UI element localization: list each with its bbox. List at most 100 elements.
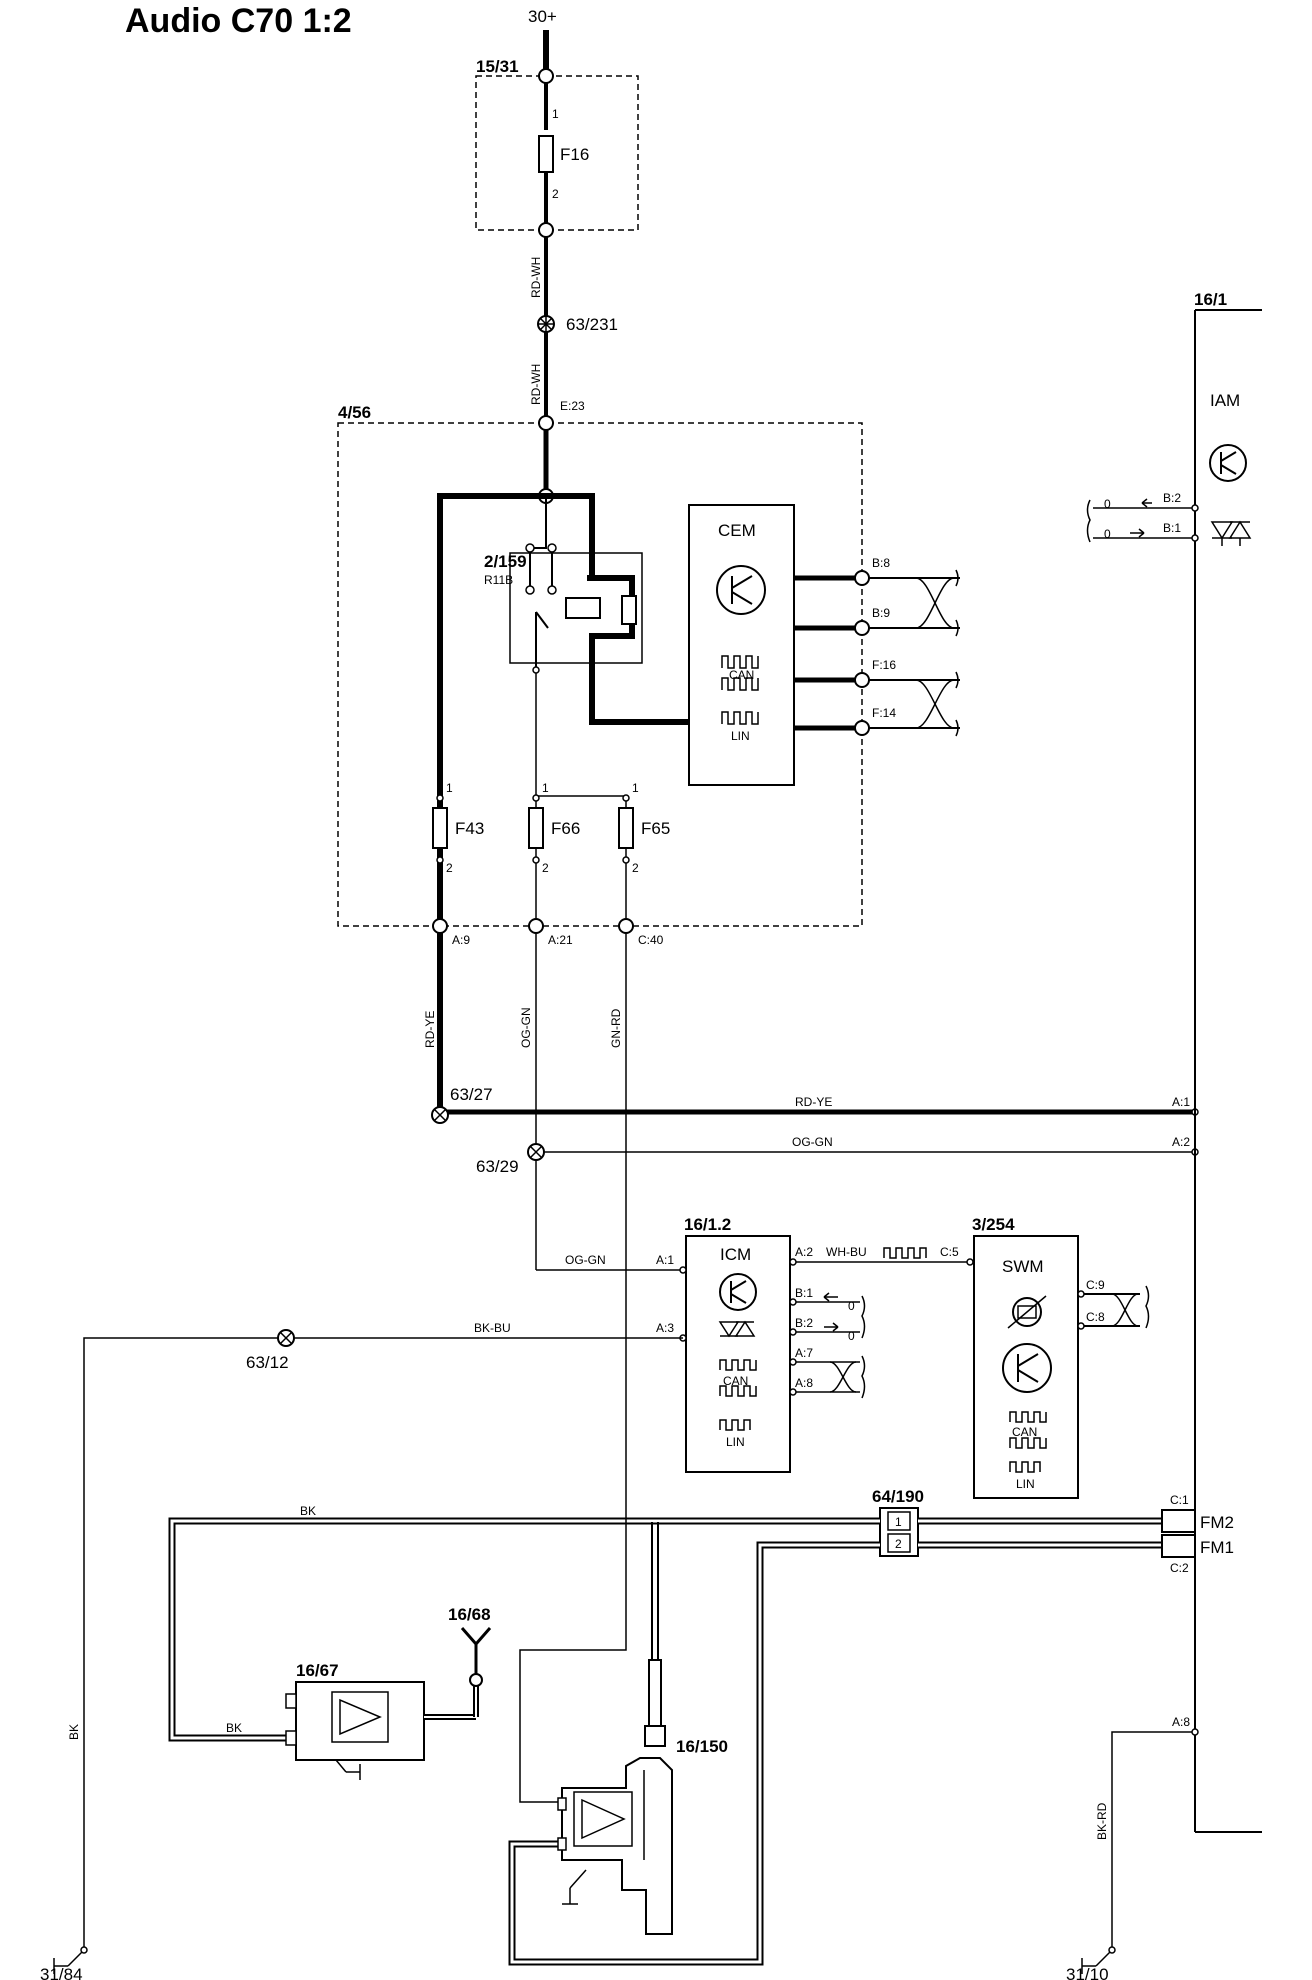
fuse-f43-label: F43	[455, 819, 484, 838]
antenna-amp-ref: 16/150	[676, 1737, 728, 1756]
swm-can-icon	[1009, 1411, 1047, 1449]
iam-transistor-icon	[1209, 444, 1247, 482]
cem-twisted-pair-2	[915, 671, 959, 737]
cem-label: CEM	[718, 521, 756, 540]
iam-pin-a1: A:1	[1172, 1095, 1190, 1109]
cem-pin-f16: F:16	[872, 658, 896, 672]
iam-b1-zero: 0	[1104, 527, 1111, 541]
cem-pin-f14: F:14	[872, 706, 896, 720]
supply-label: 30+	[528, 7, 557, 26]
iam-fm2-label: FM2	[1200, 1513, 1234, 1532]
f65-pin2: 2	[632, 861, 639, 875]
fuse-f66-label: F66	[551, 819, 580, 838]
f43-pin1: 1	[446, 781, 453, 795]
splice-63-12	[277, 1329, 295, 1347]
iam-b2-zero: 0	[1104, 497, 1111, 511]
wh-bu-signal-icon	[883, 1247, 927, 1259]
cem-twisted-pair-1	[915, 569, 959, 637]
cem-pin-c40: C:40	[638, 933, 664, 947]
cem-pin-a21: A:21	[548, 933, 573, 947]
wire-label-wh-bu: WH-BU	[826, 1245, 867, 1259]
f65-pin1: 1	[632, 781, 639, 795]
swm-can-label: CAN	[1012, 1425, 1037, 1439]
wire-label-og-gn-h1: OG-GN	[792, 1135, 833, 1149]
icm-b1-zero: 0	[848, 1299, 855, 1313]
swm-lin-label: LIN	[1016, 1477, 1035, 1491]
icm-b2-zero: 0	[848, 1329, 855, 1343]
cem-pin-a9: A:9	[452, 933, 470, 947]
icm-twisted-pair	[829, 1355, 866, 1399]
fuse-f66	[528, 807, 544, 849]
fuse-f16	[538, 135, 554, 173]
wire-label-bk-bu: BK-BU	[474, 1321, 511, 1335]
connector-pin-1: 1	[895, 1515, 902, 1529]
cem-lin-label: LIN	[731, 729, 750, 743]
icm-lin-icon	[719, 1419, 751, 1431]
ground-31-84-label: 31/84	[40, 1965, 83, 1980]
f16-pin2: 2	[552, 187, 559, 201]
wire-label-bk-left: BK	[67, 1724, 81, 1740]
amplifier-ref: 16/67	[296, 1661, 339, 1680]
ground-31-84-icon	[53, 1946, 88, 1974]
fusebox-15-31	[475, 75, 639, 231]
connector-ref: 64/190	[872, 1487, 924, 1506]
icm-pin-a8: A:8	[795, 1376, 813, 1390]
swm-sensor-icon	[1007, 1295, 1047, 1329]
fusebox-15-31-ref: 15/31	[476, 57, 519, 76]
splice-63-27	[431, 1106, 449, 1124]
relay-2-159	[509, 552, 643, 664]
swm-ref: 3/254	[972, 1215, 1015, 1234]
amplifier-inner	[331, 1691, 389, 1743]
wire-label-rd-ye-v: RD-YE	[423, 1011, 437, 1048]
icm-diode-icon	[718, 1320, 756, 1338]
icm-pin-a3: A:3	[656, 1321, 674, 1335]
iam-pin-b2: B:2	[1163, 491, 1181, 505]
amplifier-ground-icon	[335, 1759, 361, 1780]
swm-pin-c5: C:5	[940, 1245, 959, 1259]
swm-module	[973, 1235, 1079, 1499]
icm-lin-label: LIN	[726, 1435, 745, 1449]
cem-pin-b8: B:8	[872, 556, 890, 570]
wire-label-rd-wh-2: RD-WH	[529, 364, 543, 405]
wire-label-bk-rd: BK-RD	[1095, 1802, 1109, 1840]
iam-pin-c1: C:1	[1170, 1493, 1189, 1507]
splice-63-231	[537, 315, 555, 333]
icm-pin-a1: A:1	[656, 1253, 674, 1267]
icm-pin-b1: B:1	[795, 1286, 813, 1300]
icm-can-label: CAN	[723, 1374, 748, 1388]
iam-diode-icon	[1210, 520, 1252, 546]
fuse-f65	[618, 807, 634, 849]
fuse-f43	[432, 807, 448, 849]
cem-can-label: CAN	[729, 668, 754, 682]
icm-transistor-icon	[719, 1273, 757, 1311]
swm-pin-c8: C:8	[1086, 1310, 1105, 1324]
swm-transistor-icon	[1002, 1343, 1052, 1393]
amplifier-opamp-icon	[339, 1698, 382, 1736]
cem-pin-b9: B:9	[872, 606, 890, 620]
iam-pin-b1: B:1	[1163, 521, 1181, 535]
icm-pin-a7: A:7	[795, 1346, 813, 1360]
swm-label: SWM	[1002, 1257, 1044, 1276]
antenna-amp-ground-icon	[562, 1869, 587, 1905]
splice-63-29-label: 63/29	[476, 1157, 519, 1176]
swm-pin-c9: C:9	[1086, 1278, 1105, 1292]
iam-pin-c2: C:2	[1170, 1561, 1189, 1575]
antenna-amp-opamp-icon	[581, 1798, 626, 1840]
splice-63-27-label: 63/27	[450, 1085, 493, 1104]
relay-name: R11B	[484, 573, 513, 587]
f66-pin1: 1	[542, 781, 549, 795]
ground-31-10-label: 31/10	[1066, 1965, 1109, 1980]
antenna-16-68-icon	[460, 1627, 492, 1674]
connector-pin-2: 2	[895, 1537, 902, 1551]
cem-box-pin-e23: E:23	[560, 399, 585, 413]
cem-can-icon	[721, 655, 759, 691]
antenna-ref: 16/68	[448, 1605, 491, 1624]
icm-label: ICM	[720, 1245, 751, 1264]
ground-31-10-icon	[1081, 1946, 1116, 1974]
icm-module	[685, 1235, 791, 1473]
splice-63-12-label: 63/12	[246, 1353, 289, 1372]
swm-lin-icon	[1009, 1461, 1041, 1473]
swm-twisted-pair	[1111, 1285, 1150, 1329]
cem-box-ref: 4/56	[338, 403, 371, 422]
